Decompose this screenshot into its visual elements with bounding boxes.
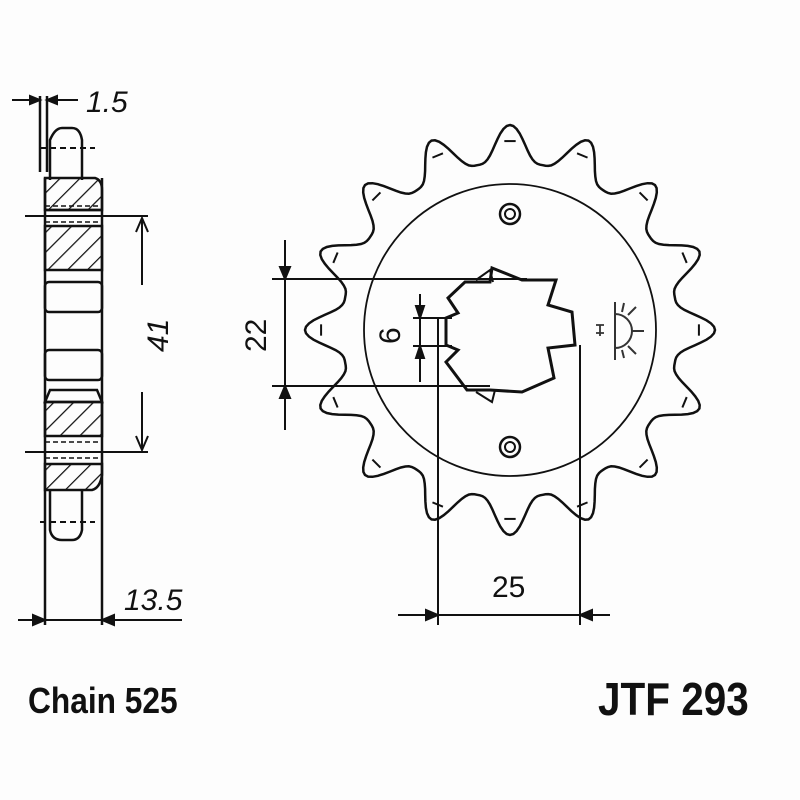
dimension-41: [25, 215, 149, 453]
sprocket-teeth-outline: [303, 123, 717, 537]
mounting-hole-bottom: [498, 435, 522, 459]
dimension-25: [398, 608, 610, 622]
dimension-offset: [12, 94, 78, 106]
dimension-41-label: 41: [142, 319, 175, 352]
dimension-22-label: 22: [240, 319, 273, 352]
dimension-25-label: 25: [492, 571, 525, 604]
side-view: [38, 96, 104, 625]
dimension-width: [18, 613, 182, 627]
part-number-label: JTF 293: [598, 673, 749, 725]
sun-stamp-icon: [596, 302, 644, 360]
pitch-circle: [363, 183, 657, 477]
spline-hub: [444, 265, 577, 394]
dimension-6: [413, 294, 581, 625]
dimension-offset-label: 1.5: [86, 86, 128, 119]
front-view: [303, 123, 717, 537]
chain-size-label: Chain 525: [28, 680, 178, 721]
dimension-width-label: 13.5: [124, 584, 183, 617]
mounting-hole-top: [498, 202, 522, 226]
dimension-22: [272, 240, 527, 430]
dimension-6-label: 6: [374, 327, 407, 344]
